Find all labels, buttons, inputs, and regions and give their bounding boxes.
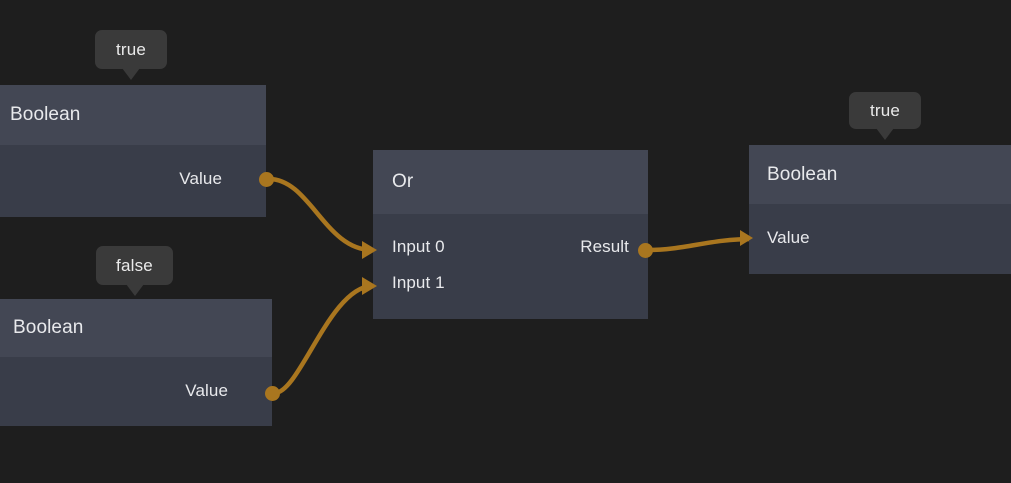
tooltip-text: true xyxy=(115,39,147,59)
input-port-value[interactable]: Value xyxy=(767,228,810,248)
node-body: Value xyxy=(0,145,266,217)
port-label: Input 1 xyxy=(392,273,445,292)
tooltip-boolean-result: true xyxy=(849,92,921,140)
output-port-result[interactable]: Result xyxy=(580,237,629,257)
arrow-port-icon-or-input1[interactable] xyxy=(362,277,377,295)
tooltip-tail-icon xyxy=(125,284,144,296)
edge-false-to-input1 xyxy=(272,283,375,396)
tooltip-tail-icon xyxy=(876,128,894,140)
node-header[interactable]: Boolean xyxy=(0,85,266,145)
tooltip-text: true xyxy=(869,100,901,120)
node-or[interactable]: Or Input 0 Input 1 Result xyxy=(373,150,648,319)
node-title: Boolean xyxy=(10,104,81,125)
tooltip-tail-icon xyxy=(122,68,140,80)
circle-port-icon-or-result[interactable] xyxy=(638,243,653,258)
port-label: Value xyxy=(767,228,810,247)
circle-port-icon-false-value[interactable] xyxy=(265,386,280,401)
node-header[interactable]: Or xyxy=(373,150,648,214)
output-port-value[interactable]: Value xyxy=(179,169,222,189)
port-label: Value xyxy=(185,381,228,400)
arrow-port-icon-result-value[interactable] xyxy=(740,230,753,246)
tooltip-boolean-true: true xyxy=(95,30,167,80)
output-port-value[interactable]: Value xyxy=(185,381,228,401)
edge-true-to-input0 xyxy=(266,176,375,253)
node-title: Or xyxy=(392,171,414,192)
input-port-input-0[interactable]: Input 0 xyxy=(392,237,445,257)
node-title: Boolean xyxy=(13,317,84,338)
edge-result-to-value xyxy=(645,236,755,253)
port-label: Value xyxy=(179,169,222,188)
port-label: Result xyxy=(580,237,629,256)
circle-port-icon-true-value[interactable] xyxy=(259,172,274,187)
input-port-input-1[interactable]: Input 1 xyxy=(392,273,445,293)
node-boolean-true[interactable]: Boolean Value xyxy=(0,85,266,217)
node-title: Boolean xyxy=(767,163,838,185)
node-boolean-false[interactable]: Boolean Value xyxy=(0,299,272,426)
node-header[interactable]: Boolean xyxy=(749,145,1011,204)
node-body: Value xyxy=(749,204,1011,274)
tooltip-text: false xyxy=(116,255,153,275)
node-body: Input 0 Input 1 Result xyxy=(373,214,648,319)
port-label: Input 0 xyxy=(392,237,445,256)
node-header[interactable]: Boolean xyxy=(0,299,272,357)
node-boolean-result[interactable]: Boolean Value xyxy=(749,145,1011,274)
node-body: Value xyxy=(0,357,272,426)
tooltip-boolean-false: false xyxy=(96,246,173,296)
arrow-port-icon-or-input0[interactable] xyxy=(362,241,377,259)
